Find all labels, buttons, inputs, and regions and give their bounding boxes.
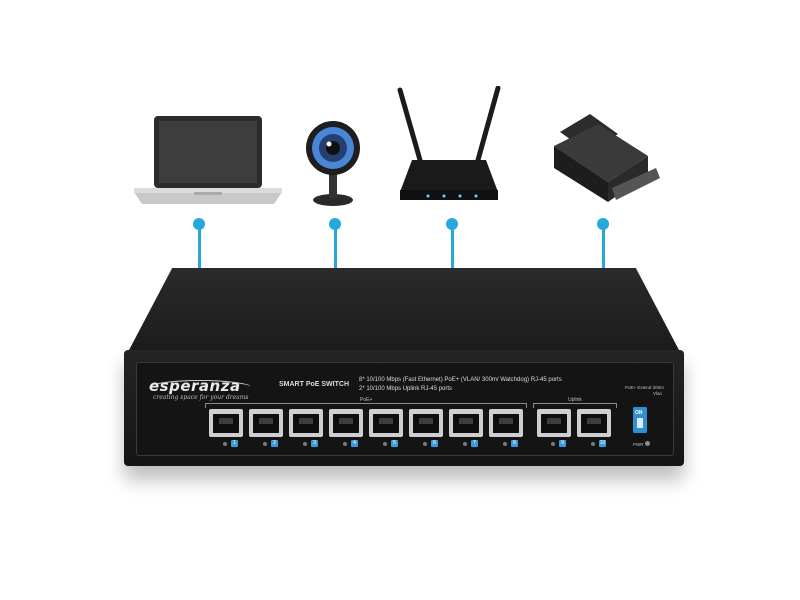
port-contact [219, 418, 233, 424]
poe-group-label: PoE+ [357, 397, 376, 403]
port-led [551, 442, 555, 446]
port-number: 3 [311, 440, 318, 447]
rj45-port[interactable] [577, 409, 611, 437]
printer-icon [554, 114, 660, 202]
port-contact [499, 418, 513, 424]
port-number: 2 [271, 440, 278, 447]
port-number: 5 [391, 440, 398, 447]
port-led [503, 442, 507, 446]
dip-label-extend: PoE+ Extend 300m [625, 385, 664, 390]
uplink-group-label: Uplink [565, 397, 585, 403]
rj45-port[interactable] [329, 409, 363, 437]
switch-front-panel: esperanza creating space for your dreams… [136, 362, 674, 456]
webcam-icon [306, 121, 360, 206]
router-connection-dot [446, 218, 458, 230]
port-led [263, 442, 267, 446]
dip-on-label: ON [635, 410, 643, 416]
laptop-icon [134, 116, 282, 204]
port-number: 7 [471, 440, 478, 447]
port-led [383, 442, 387, 446]
port-number: 8 [511, 440, 518, 447]
port-led [591, 442, 595, 446]
port-number: 10 [599, 440, 606, 447]
port-contact [547, 418, 561, 424]
rj45-port[interactable] [209, 409, 243, 437]
spec-line-2: 2* 10/100 Mbps Uplink RJ-45 ports [359, 386, 453, 392]
rj45-port[interactable] [249, 409, 283, 437]
logo-swoosh [145, 380, 255, 398]
port-contact [379, 418, 393, 424]
router-connection-line [451, 224, 454, 270]
brand-tagline: creating space for your dreams [153, 394, 249, 401]
port-contact [419, 418, 433, 424]
dip-switch[interactable]: ON [633, 407, 647, 433]
rj45-port[interactable] [449, 409, 483, 437]
port-number: 9 [559, 440, 566, 447]
uplink-group-bracket [533, 403, 617, 408]
brand-logo: esperanza creating space for your dreams [145, 377, 255, 405]
poe-group-bracket [205, 403, 527, 408]
printer-connection-dot [597, 218, 609, 230]
port-contact [587, 418, 601, 424]
port-number: 6 [431, 440, 438, 447]
port-number: 4 [351, 440, 358, 447]
port-led [463, 442, 467, 446]
laptop-connection-dot [193, 218, 205, 230]
port-contact [259, 418, 273, 424]
port-number: 1 [231, 440, 238, 447]
brand-name: esperanza [149, 377, 241, 395]
port-led [303, 442, 307, 446]
port-contact [459, 418, 473, 424]
rj45-port[interactable] [537, 409, 571, 437]
webcam-connection-line [334, 224, 337, 270]
rj45-port[interactable] [369, 409, 403, 437]
poe-switch: esperanza creating space for your dreams… [124, 350, 684, 466]
port-led [423, 442, 427, 446]
rj45-port[interactable] [289, 409, 323, 437]
dip-label-vlan: Vlan [653, 391, 663, 396]
port-led [343, 442, 347, 446]
model-name: SMART PoE SWITCH [279, 381, 349, 388]
laptop-connection-line [198, 224, 201, 270]
dip-toggle[interactable] [637, 418, 643, 428]
port-contact [339, 418, 353, 424]
webcam-connection-dot [329, 218, 341, 230]
pwr-led [645, 441, 650, 446]
printer-connection-line [602, 224, 605, 270]
switch-top-cover [128, 268, 680, 352]
pwr-label: PWR [633, 442, 644, 447]
rj45-port[interactable] [409, 409, 443, 437]
port-led [223, 442, 227, 446]
spec-line-1: 8* 10/100 Mbps (Fast Ethernet) PoE+ (VLA… [359, 377, 562, 383]
rj45-port[interactable] [489, 409, 523, 437]
port-contact [299, 418, 313, 424]
router-icon [397, 86, 501, 200]
